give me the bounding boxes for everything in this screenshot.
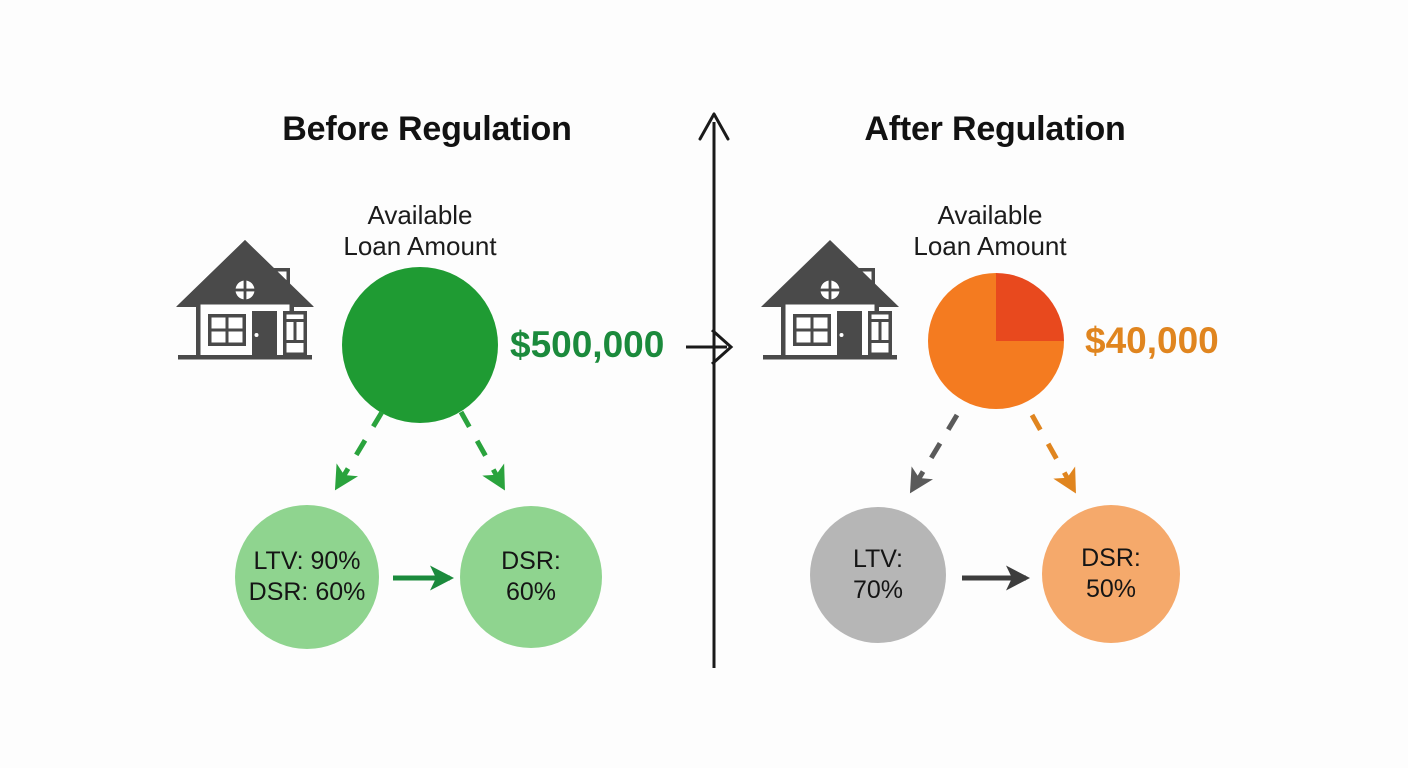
ratio-dsr-after: DSR: 50%	[1042, 505, 1180, 643]
caption-line-2: Loan Amount	[913, 231, 1067, 262]
transition-arrow-head	[710, 328, 734, 366]
panel-title-before: Before Regulation	[282, 110, 572, 148]
house-icon	[176, 240, 314, 360]
house-icon	[761, 240, 899, 360]
loan-amount-value-after: $40,000	[1085, 320, 1219, 361]
caption-available-loan-amount-after: Available Loan Amount	[840, 200, 1140, 262]
branch-arrow-left-after	[909, 413, 960, 494]
divider-up-arrowhead	[698, 112, 730, 141]
loan-amount-value-before: $500,000	[510, 324, 665, 365]
ratio-ltv-before: LTV: 90% DSR: 60%	[235, 505, 379, 649]
loan-amount-pie-chart	[928, 273, 1064, 409]
branch-arrow-left-before	[334, 410, 385, 491]
caption-line-1: Available	[367, 200, 473, 230]
ratio-ltv-after: LTV: 70%	[810, 507, 946, 643]
panel-title-after: After Regulation	[864, 110, 1126, 148]
caption-line-2: Loan Amount	[343, 231, 497, 262]
loan-amount-circle	[342, 267, 498, 423]
branch-arrow-right-before	[458, 410, 506, 491]
branch-arrow-right-after	[1029, 413, 1077, 494]
caption-line-1: Available	[937, 200, 1043, 230]
ratio-dsr-before: DSR: 60%	[460, 506, 602, 648]
caption-available-loan-amount-before: Available Loan Amount	[270, 200, 570, 262]
